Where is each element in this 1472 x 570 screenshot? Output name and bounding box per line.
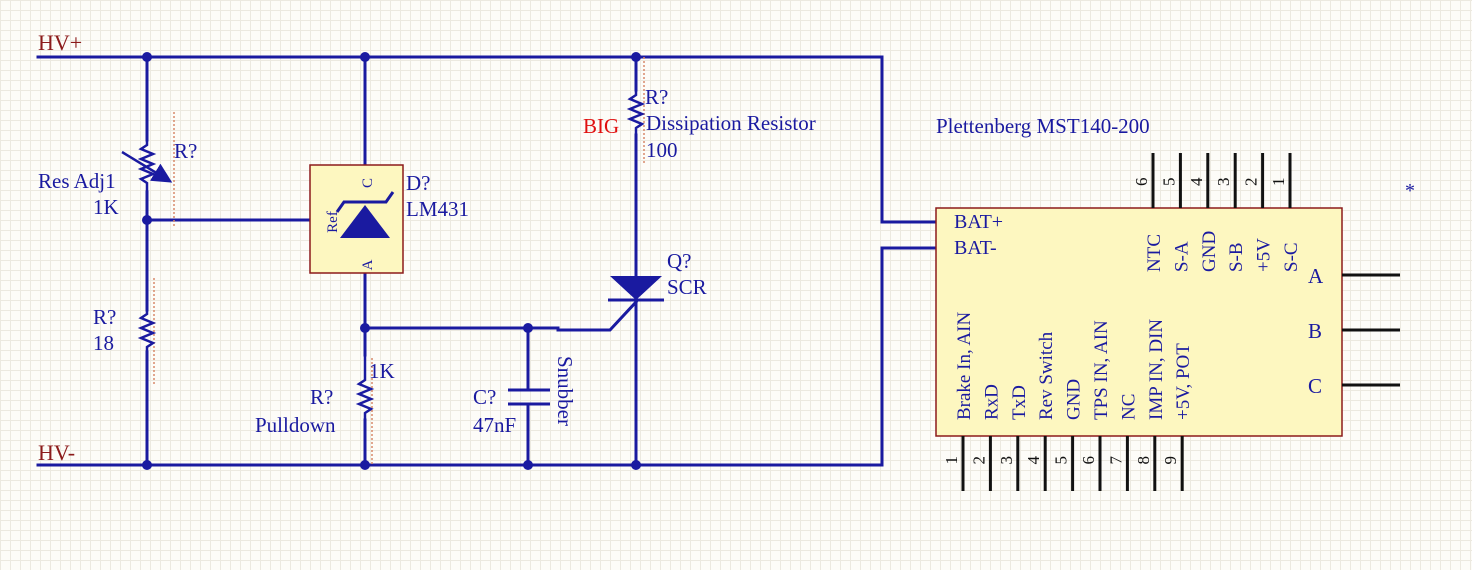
cap-note: Snubber (553, 356, 577, 426)
top-pin-number: 4 (1187, 177, 1206, 186)
zener-bar-icon (335, 191, 395, 213)
junction-dot (142, 460, 152, 470)
r-pulldown-value: 1K (369, 359, 395, 383)
res-adj-designator: R? (174, 139, 197, 163)
r-dissipation-component[interactable]: R? BIG Dissipation Resistor 100 (583, 57, 816, 165)
zener-triangle-icon (340, 205, 390, 238)
zener-component[interactable]: C Ref A D? LM431 (309, 164, 469, 274)
bottom-pin-number: 2 (969, 456, 988, 465)
top-pin-label: S-B (1226, 242, 1247, 272)
junction-dot (631, 52, 641, 62)
net-label-hv-minus[interactable]: HV- (38, 440, 75, 465)
bottom-pin-number: 4 (1024, 456, 1043, 465)
top-pin-number: 2 (1242, 178, 1261, 187)
zener-pin-c: C (360, 178, 376, 188)
controller-right-pins: A B C (1308, 264, 1400, 398)
res-adj-value: 1K (93, 195, 119, 219)
top-pin-label: NTC (1144, 234, 1165, 272)
bottom-pin-number: 1 (942, 456, 961, 465)
bat-plus-wire[interactable] (880, 55, 938, 224)
res-adj-name: Res Adj1 (38, 169, 116, 193)
r-lower-value: 18 (93, 331, 114, 355)
top-pin-number: 6 (1132, 178, 1151, 187)
r-lower-designator: R? (93, 305, 116, 329)
zener-value: LM431 (406, 197, 469, 221)
resistor-zigzag (137, 310, 157, 352)
r-dissipation-tag: BIG (583, 114, 619, 138)
junction-dot (360, 52, 370, 62)
r-dissipation-value: 100 (646, 138, 678, 162)
bat-minus-wire[interactable] (880, 246, 938, 467)
bottom-pin-number: 8 (1134, 456, 1153, 465)
top-pin-label: +5V (1254, 238, 1275, 272)
scr-component[interactable]: Q? SCR (608, 249, 707, 302)
top-pin-number: 3 (1214, 178, 1233, 187)
bottom-pin-number: 6 (1079, 456, 1098, 465)
net-label-hv-plus[interactable]: HV+ (38, 30, 82, 55)
junction-dot (523, 323, 533, 333)
gate-wire[interactable] (556, 299, 639, 332)
bottom-pin-label: Rev Switch (1036, 331, 1057, 420)
bottom-pin-number: 3 (997, 456, 1016, 465)
scr-name: SCR (667, 275, 707, 299)
bottom-pin-label: RxD (981, 384, 1002, 420)
top-pin-label: S-A (1171, 241, 1192, 272)
r-pulldown-component[interactable]: 1K R? Pulldown (255, 355, 395, 466)
right-pin-label: C (1308, 374, 1322, 398)
bottom-pin-number: 7 (1106, 456, 1125, 465)
r-dissipation-name: Dissipation Resistor (646, 111, 816, 135)
right-pin-label: A (1308, 264, 1324, 288)
bottom-pin-number: 9 (1161, 456, 1180, 465)
r-dissipation-designator: R? (645, 85, 668, 109)
top-pin-label: GND (1199, 231, 1220, 272)
junction-dot (360, 460, 370, 470)
bottom-pin-label: IMP IN, DIN (1146, 319, 1167, 420)
cap-component[interactable]: C? 47nF Snubber (473, 356, 577, 437)
res-adj-component[interactable]: R? Res Adj1 1K (38, 112, 197, 228)
zener-pin-a: A (360, 259, 376, 270)
controller-body (935, 207, 1343, 437)
controller-star: * (1405, 180, 1415, 202)
r-pulldown-name: Pulldown (255, 413, 336, 437)
cap-designator: C? (473, 385, 496, 409)
top-pin-number: 1 (1269, 178, 1288, 187)
cap-value: 47nF (473, 413, 516, 437)
r-lower-component[interactable]: R? 18 (93, 278, 157, 386)
bottom-pin-label: GND (1064, 379, 1085, 420)
bottom-pin-label: TPS IN, AIN (1091, 320, 1112, 420)
bottom-pin-label: Brake In, AIN (954, 312, 975, 420)
bottom-pin-label: TxD (1009, 385, 1030, 420)
junctions (142, 52, 641, 470)
adjust-arrow-icon (121, 150, 173, 183)
controller-component[interactable]: Plettenberg MST140-200 * BAT+ BAT- 6NTC5… (935, 114, 1415, 491)
controller-pin-bat-plus: BAT+ (954, 211, 1003, 233)
right-pin-label: B (1308, 319, 1322, 343)
scr-triangle-icon (610, 276, 662, 300)
scr-designator: Q? (667, 249, 692, 273)
junction-dot (142, 215, 152, 225)
bottom-pin-label: +5V, POT (1173, 343, 1194, 420)
top-pin-number: 5 (1159, 178, 1178, 187)
controller-bottom-pins: 1 Brake In, AIN 2 RxD 3 TxD 4 Rev Switch 5 GND 6 TP… (942, 312, 1194, 491)
resistor-zigzag (355, 355, 375, 420)
r-pulldown-designator: R? (310, 385, 333, 409)
junction-dot (142, 52, 152, 62)
junction-dot (360, 323, 370, 333)
bottom-pin-label: NC (1118, 394, 1139, 420)
controller-title: Plettenberg MST140-200 (936, 114, 1150, 138)
controller-pin-bat-minus: BAT- (954, 237, 997, 259)
zener-pin-ref: Ref (325, 211, 341, 233)
junction-dot (631, 460, 641, 470)
junction-dot (523, 460, 533, 470)
wires (36, 55, 938, 467)
top-pin-label: S-C (1281, 242, 1302, 272)
bottom-pin-number: 5 (1052, 456, 1071, 465)
resistor-zigzag (626, 90, 646, 135)
zener-designator: D? (406, 171, 431, 195)
